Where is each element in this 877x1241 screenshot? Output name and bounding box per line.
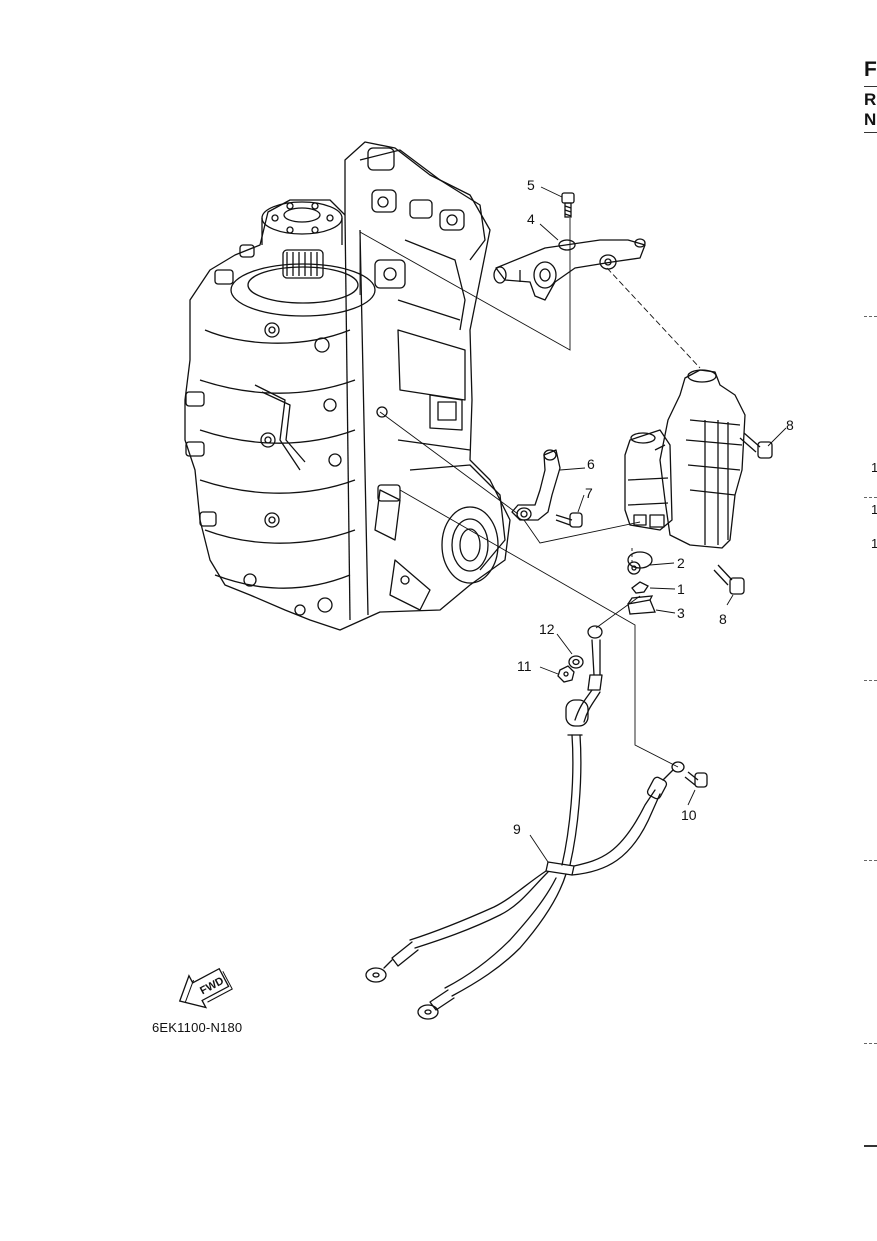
callout-6: 6 [587,456,595,472]
edge-number: 1 [871,502,877,517]
callout-10: 10 [681,807,697,823]
assembly-lines [359,186,787,863]
bolt-5 [561,192,575,218]
callout-1: 1 [677,581,685,597]
edge-letter-r: R [864,90,877,109]
washer-12 [568,655,584,669]
callout-7: 7 [585,485,593,501]
bolt-7 [555,512,583,528]
edge-dash [864,860,877,861]
washer-1 [631,581,649,594]
callout-4: 4 [527,211,535,227]
bolt-10 [684,771,708,788]
callout-5: 5 [527,177,535,193]
starter-bracket [493,238,646,301]
edge-dash [864,497,877,498]
edge-number: 1 [871,460,877,475]
engine-block [184,141,511,631]
edge-letter-n: N [864,110,877,129]
drawing-code: 6EK1100-N180 [152,1020,243,1035]
callout-9: 9 [513,821,521,837]
bolt-8-upper [739,432,773,459]
battery-cable [365,625,685,1020]
edge-number: 1 [871,536,877,551]
nut-11 [557,665,575,683]
stay-6 [511,449,561,521]
callout-11: 11 [517,658,532,674]
edge-rule [864,1145,877,1147]
bolt-8-lower [713,564,745,595]
callout-2: 2 [677,555,685,571]
cap-3 [627,595,656,615]
starter-motor [624,369,746,549]
fwd-arrow-icon: FWD [178,967,233,1009]
edge-rule [864,86,877,87]
edge-rule [864,132,877,133]
callout-8-lower: 8 [719,611,727,627]
edge-dash [864,316,877,317]
callout-3: 3 [677,605,685,621]
edge-dash [864,1043,877,1044]
callout-8-upper: 8 [786,417,794,433]
edge-letter-f: F [864,58,877,81]
callout-12: 12 [539,621,555,637]
edge-dash [864,680,877,681]
